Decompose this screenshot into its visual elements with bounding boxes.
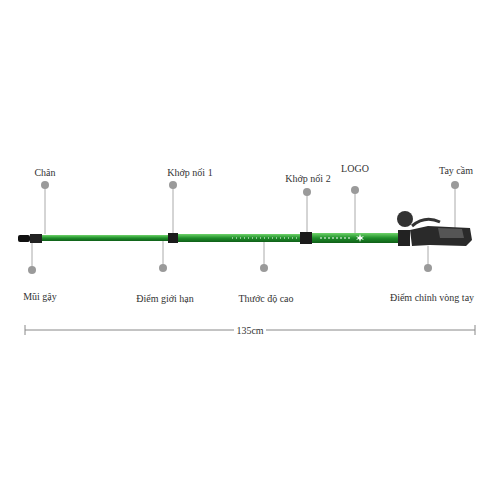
part-label: LOGO	[339, 163, 371, 174]
dimension-label: 135cm	[234, 325, 265, 336]
part-label: Chân	[32, 167, 57, 178]
leader-lines	[32, 185, 455, 270]
part-label: Điểm chỉnh vòng tay	[388, 292, 476, 303]
dimension-line	[25, 325, 475, 335]
part-label: Thước độ cao	[236, 293, 295, 304]
part-label: Tay cầm	[437, 165, 475, 176]
leader-dots	[28, 181, 459, 274]
part-label: Khớp nối 2	[283, 173, 332, 184]
part-label: Mũi gậy	[21, 291, 59, 302]
pole	[18, 211, 472, 246]
part-label: Khớp nối 1	[165, 167, 214, 178]
part-label: Điểm giới hạn	[134, 293, 196, 304]
